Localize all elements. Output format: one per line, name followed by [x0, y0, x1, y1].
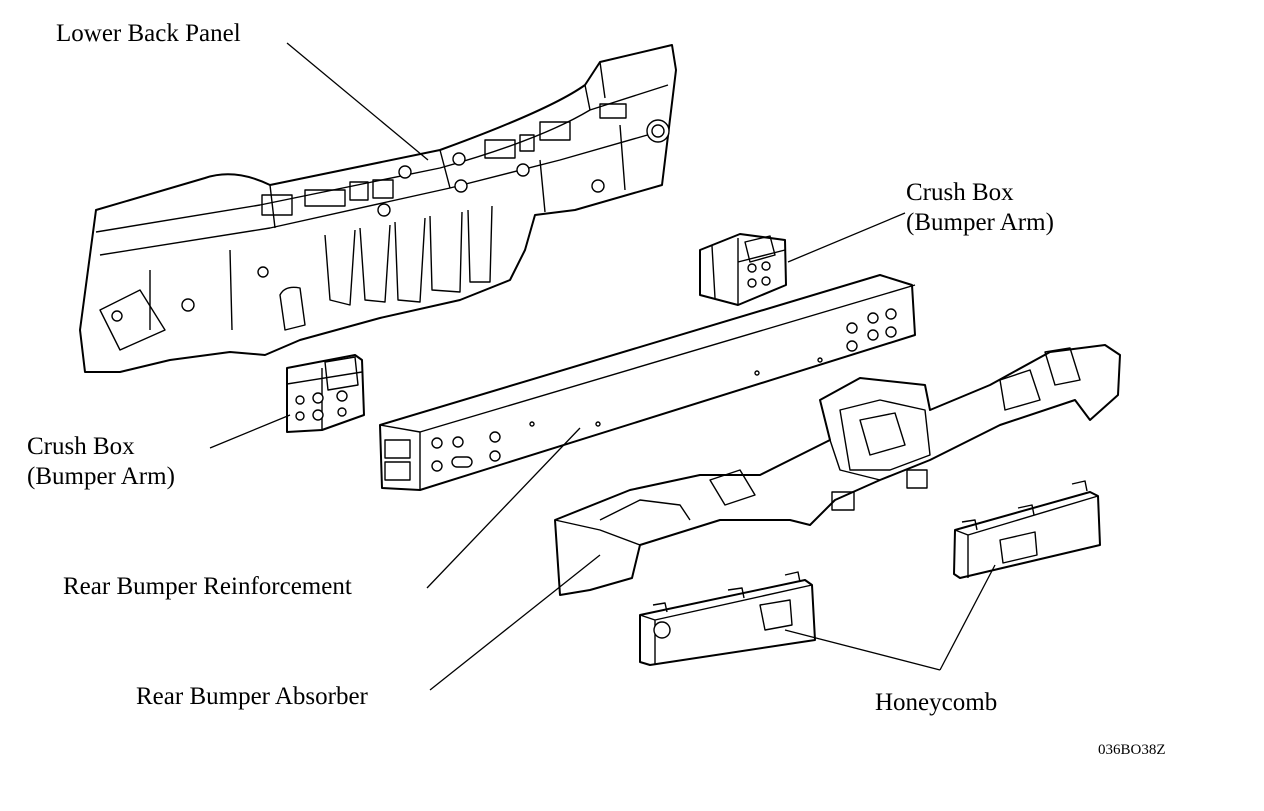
- leader-crush-box-left: [209, 414, 291, 449]
- label-crush-box-right-line1: Crush Box: [906, 179, 1014, 206]
- label-crush-box-left-line2: (Bumper Arm): [27, 463, 175, 490]
- label-rear-bumper-absorber: Rear Bumper Absorber: [136, 683, 368, 710]
- label-rear-bumper-reinforcement: Rear Bumper Reinforcement: [63, 573, 352, 600]
- leader-honeycomb-left: [784, 629, 941, 671]
- crush-box-right-drawing: [699, 233, 787, 306]
- figure-code: 036BO38Z: [1098, 742, 1166, 758]
- rear-bumper-reinforcement-drawing: [379, 274, 916, 491]
- label-crush-box-right-line2: (Bumper Arm): [906, 209, 1054, 236]
- leader-lower-back-panel: [286, 42, 429, 161]
- crush-box-left-drawing: [286, 354, 365, 433]
- lower-back-panel-drawing: [79, 44, 677, 373]
- label-crush-box-left-line1: Crush Box: [27, 433, 135, 460]
- leader-rear-bumper-reinforcement: [426, 427, 581, 589]
- honeycomb-left-drawing: [639, 571, 816, 666]
- label-lower-back-panel: Lower Back Panel: [56, 20, 241, 47]
- honeycomb-right-drawing: [953, 480, 1101, 579]
- label-honeycomb: Honeycomb: [875, 689, 998, 716]
- leader-honeycomb-right: [939, 564, 996, 671]
- leader-rear-bumper-absorber: [429, 554, 601, 691]
- leader-lines: [209, 42, 996, 691]
- leader-crush-box-right: [787, 212, 906, 263]
- rear-bumper-absorber-drawing: [554, 344, 1121, 596]
